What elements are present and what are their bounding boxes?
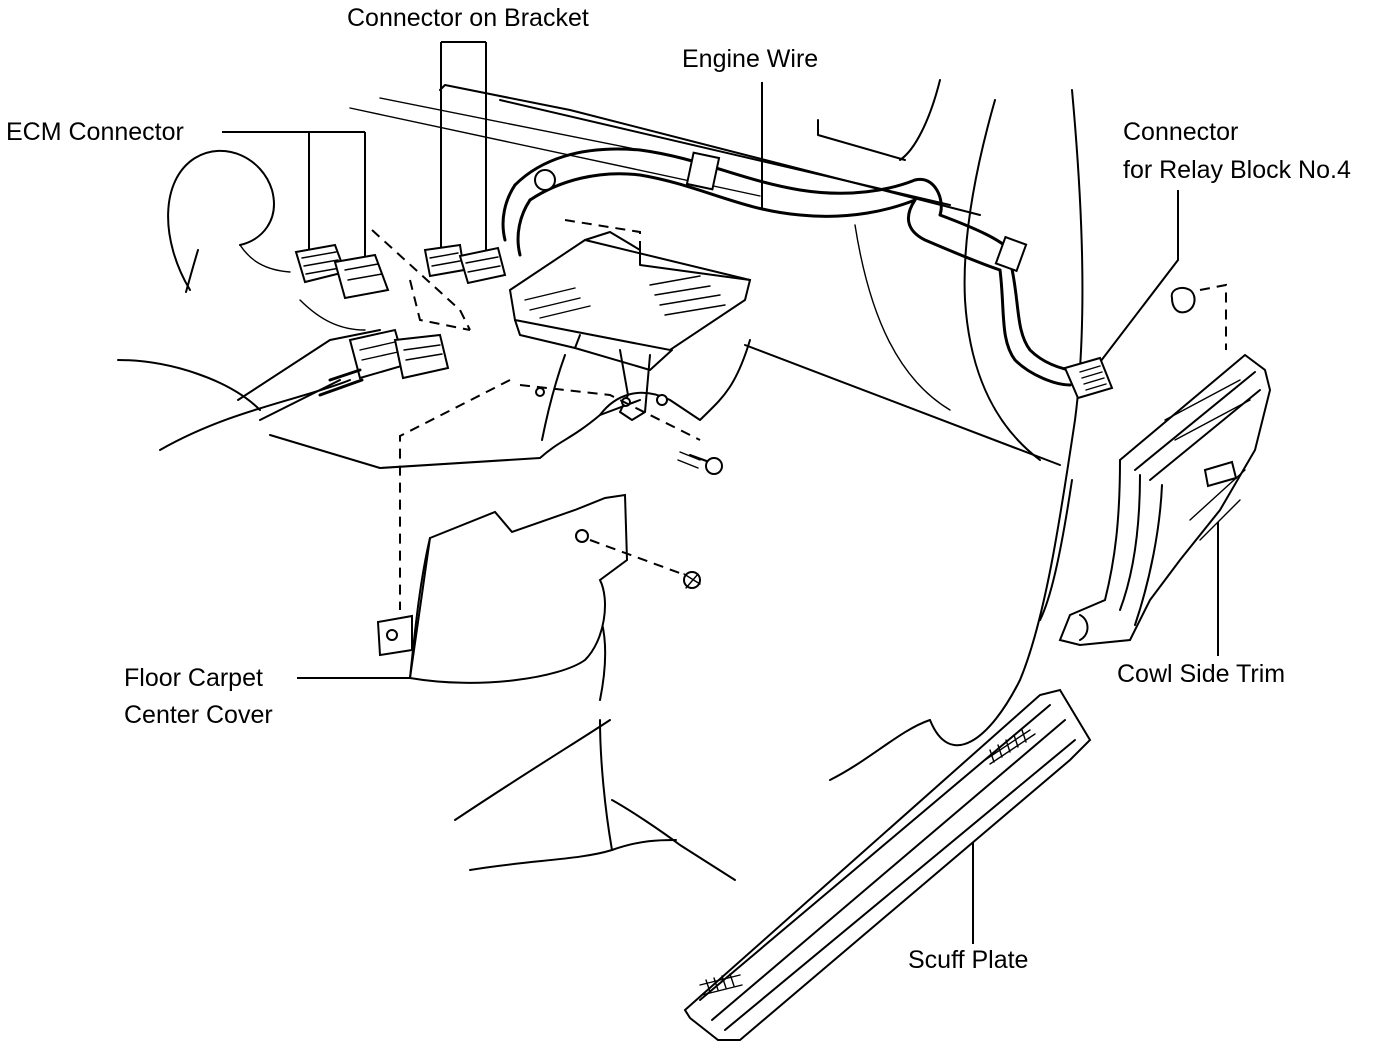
label-relay-connector-line2: for Relay Block No.4 <box>1123 156 1351 184</box>
leader-relay-connector <box>1093 190 1179 371</box>
label-scuff-plate: Scuff Plate <box>908 946 1029 974</box>
ecm-unit-art <box>399 219 752 610</box>
engine-wire-harness <box>501 147 1082 387</box>
label-floor-carpet-line2: Center Cover <box>124 701 273 729</box>
ecm-connectors-art <box>294 229 507 397</box>
floor-carpet-cover-art <box>376 493 701 684</box>
label-cowl-side-trim: Cowl Side Trim <box>1117 660 1286 688</box>
label-connector-on-bracket: Connector on Bracket <box>347 4 589 32</box>
leader-connector-on-bracket <box>440 41 487 258</box>
leader-lines <box>222 41 1219 944</box>
label-engine-wire: Engine Wire <box>682 45 819 73</box>
body-outlines <box>117 79 1084 881</box>
cowl-side-trim-art <box>1058 353 1272 647</box>
label-ecm-connector: ECM Connector <box>6 118 184 146</box>
scuff-plate-art <box>683 688 1092 1041</box>
label-relay-connector-line1: Connector <box>1123 118 1239 146</box>
relay-block-connector-art <box>1063 283 1227 400</box>
label-floor-carpet-line1: Floor Carpet <box>124 664 263 692</box>
leader-ecm-connector <box>222 131 366 280</box>
